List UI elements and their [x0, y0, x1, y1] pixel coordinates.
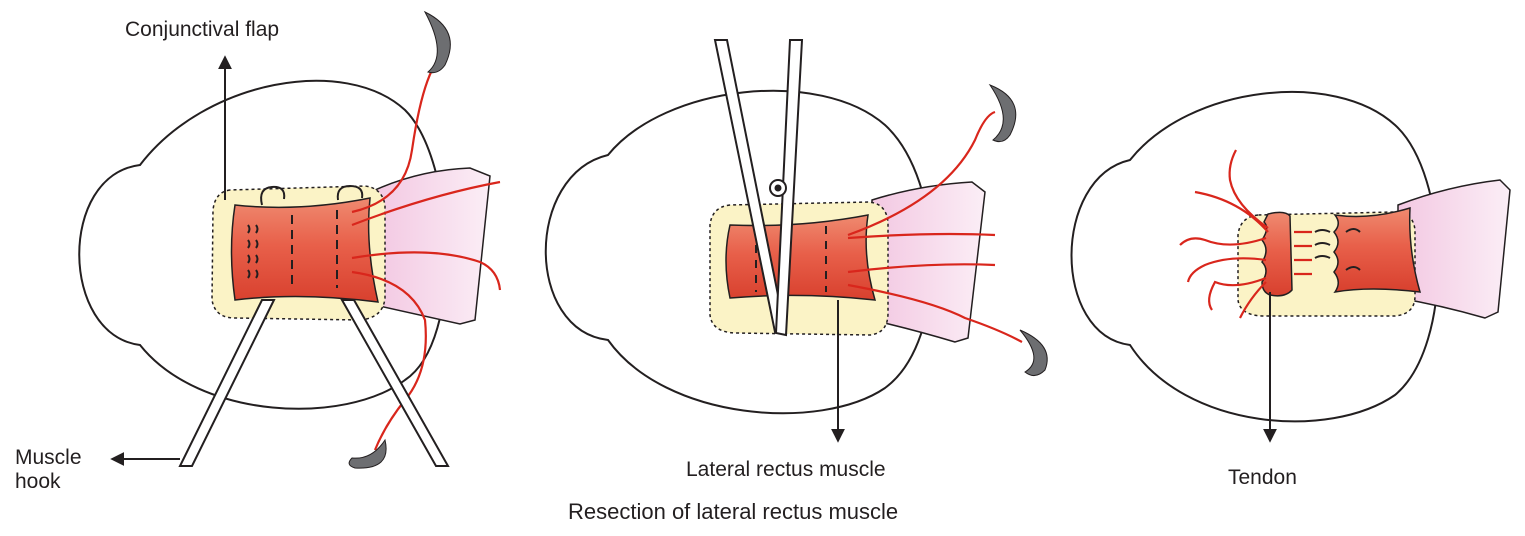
- panel-1: [78, 10, 502, 469]
- lateral-rectus-muscle: [1332, 206, 1422, 294]
- needle-icon: [1019, 329, 1048, 376]
- figure-caption: Resection of lateral rectus muscle: [568, 499, 899, 524]
- scissors-icon: [713, 39, 804, 337]
- needle-icon: [348, 438, 387, 469]
- muscle-hook-label: Muscle hook: [15, 446, 82, 493]
- clamp-loop: [260, 185, 286, 206]
- muscle-hook: [178, 299, 450, 467]
- suture-marks: [755, 226, 827, 292]
- needle-icon: [423, 10, 451, 74]
- clamp-loop: [336, 184, 364, 201]
- lateral-rectus-muscle: [230, 197, 379, 303]
- tendon-stump: [1261, 211, 1293, 297]
- lateral-rectus-muscle: [725, 214, 877, 301]
- tendon-label: Tendon: [1228, 466, 1297, 489]
- suture-marks: [247, 210, 338, 290]
- sutures: [351, 69, 502, 451]
- sutures: [847, 110, 1023, 343]
- sutures: [1179, 149, 1312, 319]
- tendon-end: [1397, 179, 1511, 319]
- needle-icon: [988, 83, 1017, 143]
- panel-2: [544, 39, 1048, 443]
- lateral-rectus-label: Lateral rectus muscle: [686, 458, 886, 481]
- suture-marks: [1314, 228, 1361, 271]
- panel-3: [1070, 91, 1511, 443]
- conjunctival-flap-label: Conjunctival flap: [125, 18, 280, 41]
